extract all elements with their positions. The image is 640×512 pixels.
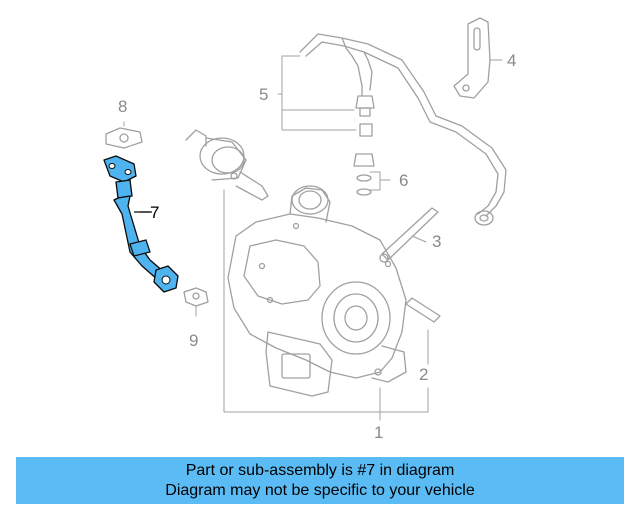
callout-5: 5 bbox=[259, 85, 269, 104]
fittings bbox=[353, 95, 375, 196]
callout-2: 2 bbox=[419, 365, 429, 384]
callout-9: 9 bbox=[189, 331, 199, 350]
callout-7[interactable]: 7 bbox=[150, 203, 160, 222]
bracket bbox=[453, 17, 491, 99]
info-banner: Part or sub-assembly is #7 in diagram Di… bbox=[16, 457, 624, 504]
callout-6: 6 bbox=[399, 171, 409, 190]
stud bbox=[405, 297, 441, 323]
turbocharger bbox=[227, 185, 407, 397]
callout-3: 3 bbox=[432, 232, 442, 251]
wastegate-actuator bbox=[185, 129, 269, 201]
callout-1: 1 bbox=[374, 423, 384, 442]
oil-feed-line bbox=[379, 207, 439, 263]
callout-8: 8 bbox=[118, 97, 128, 116]
parts-diagram bbox=[103, 17, 507, 421]
banjo-bolt bbox=[183, 287, 209, 307]
leader-lines bbox=[123, 55, 503, 421]
oil-return-tube[interactable] bbox=[103, 155, 179, 293]
callout-4: 4 bbox=[507, 51, 517, 70]
coolant-pipe bbox=[299, 33, 507, 226]
banner-line-2: Diagram may not be specific to your vehi… bbox=[165, 481, 475, 499]
gasket bbox=[105, 127, 143, 149]
banner-line-1: Part or sub-assembly is #7 in diagram bbox=[185, 461, 455, 479]
